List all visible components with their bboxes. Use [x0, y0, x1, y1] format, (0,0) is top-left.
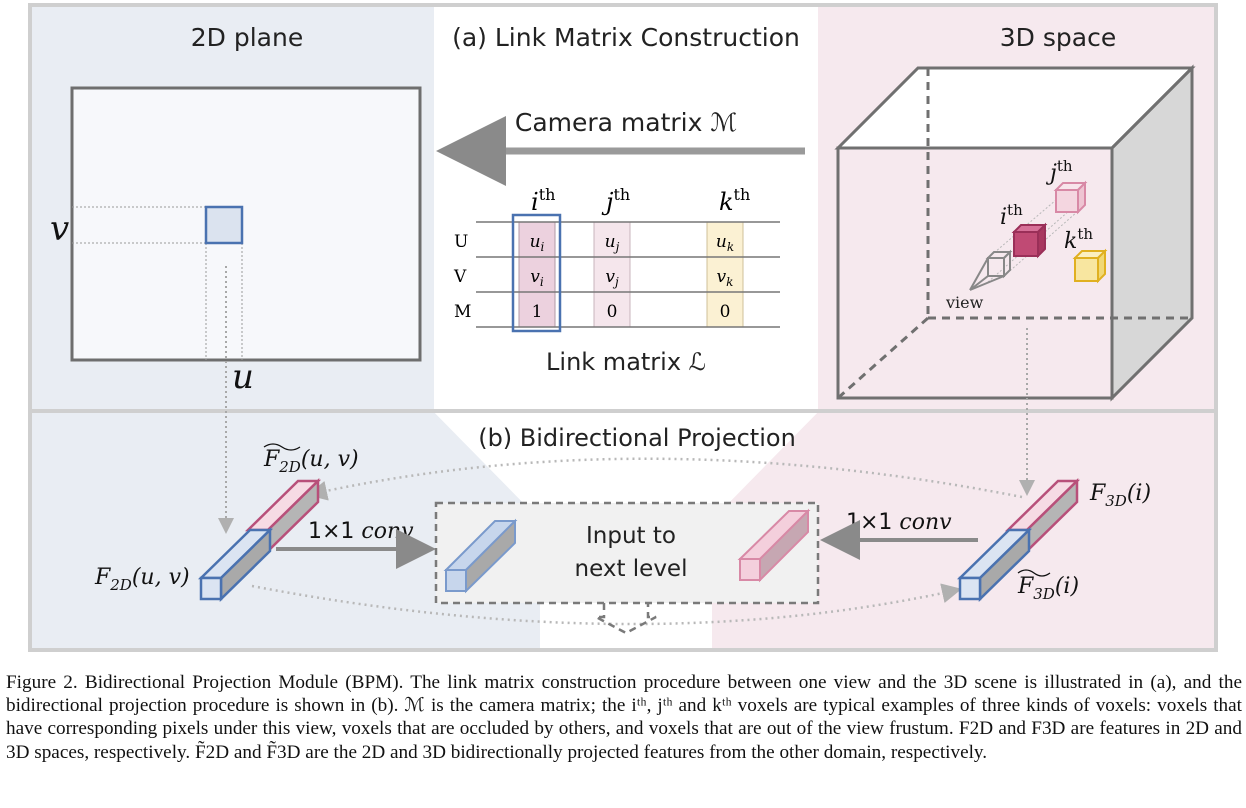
camera-label: Camera matrix ℳ: [515, 108, 737, 137]
cell-i-2: 1: [532, 302, 543, 322]
column-i-header: ith: [531, 185, 555, 216]
column-j-fill: [593, 221, 631, 328]
voxel-j: [1053, 180, 1088, 215]
svg-text:F3D(i): F3D(i): [1017, 574, 1079, 603]
outer-frame: [28, 3, 1218, 652]
cell-j-0: uj: [605, 232, 620, 254]
left-title: 2D plane: [191, 23, 303, 52]
voxel-i: [1011, 222, 1048, 259]
link-label: Link matrix ℒ: [546, 348, 706, 376]
arc-top: [307, 457, 1023, 501]
column-i-highlight: [511, 213, 562, 333]
column-k-header: kth: [719, 185, 750, 216]
panel-b-title: (b) Bidirectional Projection: [478, 424, 796, 452]
right-title: 3D space: [1000, 23, 1116, 52]
next-level-pink-bar: [737, 508, 811, 583]
voxel-i-label: ith: [1000, 201, 1023, 230]
scene-cube: [834, 64, 1196, 402]
row-label-u: U: [454, 232, 468, 252]
figure-caption: Figure 2. Bidirectional Projection Modul…: [6, 672, 1242, 763]
next-level-line2: next level: [575, 556, 688, 582]
axis-u-label: u: [232, 357, 254, 397]
f2d-label: F2D(u, v): [94, 565, 190, 594]
pixel-square: [204, 205, 244, 245]
next-level-line1: Input to: [586, 523, 676, 549]
voxel-k: [1072, 248, 1108, 284]
conv-right-label: 1×1 conv: [846, 510, 952, 535]
cell-k-2: 0: [720, 302, 731, 322]
next-level-blue-bar: [443, 518, 518, 594]
f3d-tilde-bar: [956, 527, 1033, 602]
view-label: view: [945, 293, 984, 312]
conv-left-label: 1×1 conv: [308, 519, 414, 544]
panel-a-title: (a) Link Matrix Construction: [452, 23, 800, 52]
cell-j-2: 0: [607, 302, 618, 322]
row-label-m: M: [454, 302, 471, 322]
row-label-v: V: [453, 267, 467, 287]
axis-v-label: v: [50, 209, 69, 249]
arc-bottom: [251, 583, 962, 626]
f3d-tilde-label: F3D(i): [1017, 569, 1079, 603]
cell-k-1: vk: [717, 267, 734, 289]
cell-j-1: vj: [605, 267, 619, 289]
voxel-k-label: kth: [1064, 225, 1093, 254]
image-plane: [70, 86, 422, 362]
f2d-tilde-label: F2D(u, v): [263, 443, 359, 476]
f3d-label: F3D(i): [1089, 481, 1151, 510]
svg-text:F2D(u, v): F2D(u, v): [263, 447, 359, 476]
f2d-tilde-bar: [244, 478, 322, 554]
cell-i-0: ui: [530, 232, 545, 254]
bpm-diagram: 2D plane (a) Link Matrix Construction 3D…: [28, 3, 1218, 652]
f2d-bar: [197, 527, 274, 602]
cell-i-1: vi: [530, 267, 544, 289]
cell-k-0: uk: [716, 232, 734, 254]
